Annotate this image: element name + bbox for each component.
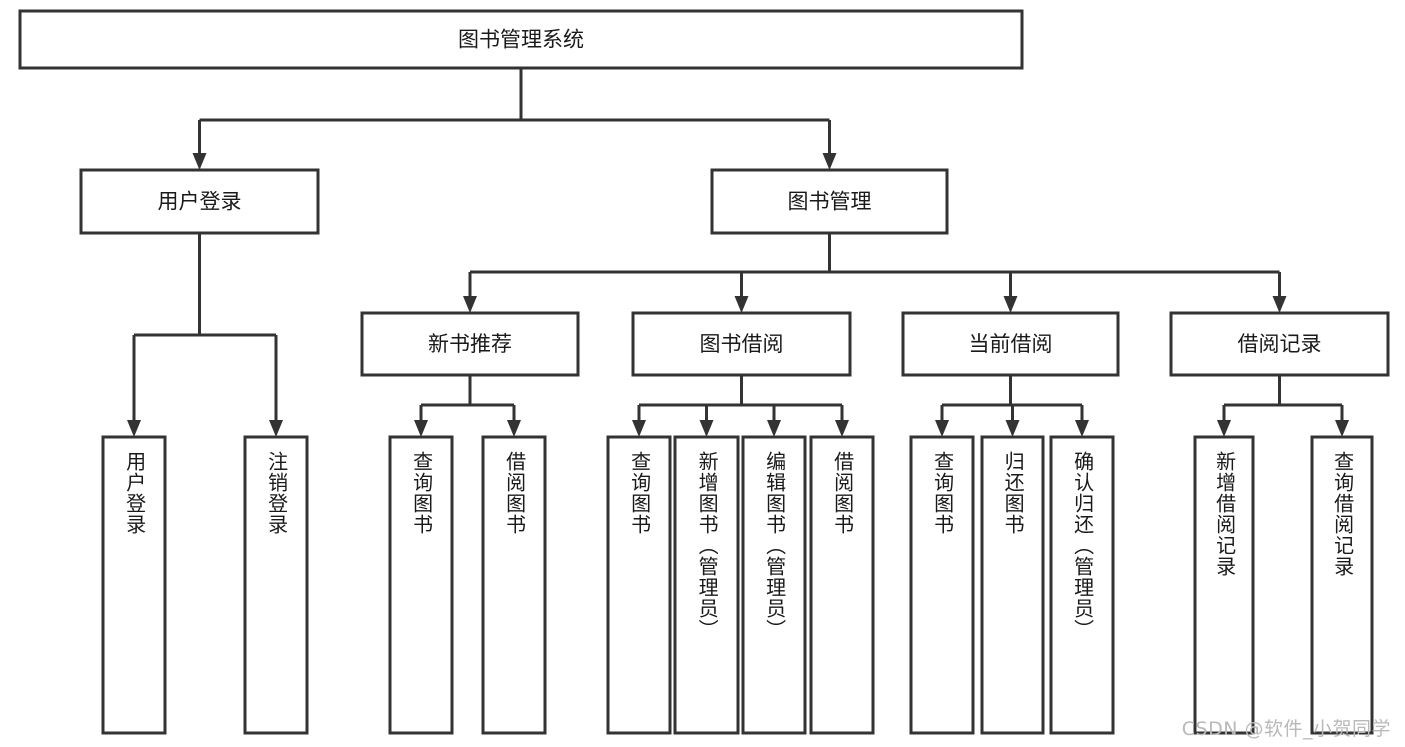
leaf-box-4[interactable]: [606, 435, 672, 735]
arrow-leaf-5-arrowhead: [699, 420, 714, 437]
leaf-box-3[interactable]: [481, 435, 547, 735]
arrow-leaf-8-arrowhead: [935, 420, 949, 437]
connectors-layer: [127, 68, 1349, 437]
leaf-box-12[interactable]: [1310, 435, 1374, 735]
boxes-layer: [18, 9, 1390, 735]
node-label-新书推荐: 新书推荐: [428, 332, 512, 356]
node-label-root: 图书管理系统: [458, 28, 584, 52]
arrow-leaf-2-arrowhead: [414, 420, 428, 437]
node-box-图书借阅[interactable]: [631, 311, 852, 377]
arrow-bookmgmt-to-借阅记录-arrowhead: [1272, 296, 1287, 313]
leaf-box-5[interactable]: [673, 435, 740, 735]
arrow-leaf-11-arrowhead: [1217, 420, 1231, 437]
arrow-leaf-9-arrowhead: [1005, 420, 1020, 437]
arrow-leaf-0-arrowhead: [127, 420, 141, 437]
arrow-bookmgmt-to-当前借阅-arrowhead: [1003, 296, 1018, 313]
node-label-图书借阅: 图书借阅: [700, 332, 784, 356]
leaf-box-6[interactable]: [741, 435, 807, 735]
node-box-用户登录[interactable]: [79, 168, 320, 235]
arrow-leaf-7-arrowhead: [835, 420, 849, 437]
arrow-root-to-图书管理-arrowhead: [822, 153, 837, 170]
leaf-box-7[interactable]: [809, 435, 875, 735]
leaf-box-11[interactable]: [1193, 435, 1255, 735]
arrow-bookmgmt-to-图书借阅-arrowhead: [734, 296, 749, 313]
watermark-text: CSDN @软件_小贺同学: [1181, 718, 1391, 740]
arrow-leaf-3-arrowhead: [507, 420, 521, 437]
leaf-box-1[interactable]: [243, 435, 309, 735]
arrow-leaf-1-arrowhead: [269, 420, 283, 437]
leaf-box-8[interactable]: [909, 435, 975, 735]
leaf-box-2[interactable]: [388, 435, 454, 735]
arrow-leaf-6-arrowhead: [767, 420, 781, 437]
node-box-新书推荐[interactable]: [360, 311, 580, 377]
leaf-box-9[interactable]: [980, 435, 1045, 735]
node-label-借阅记录: 借阅记录: [1238, 332, 1322, 356]
arrow-bookmgmt-to-新书推荐-arrowhead: [463, 296, 477, 313]
node-box-借阅记录[interactable]: [1169, 311, 1390, 377]
node-box-当前借阅[interactable]: [901, 311, 1120, 377]
arrow-root-to-用户登录-arrowhead: [192, 153, 207, 170]
arrow-leaf-12-arrowhead: [1335, 420, 1349, 437]
node-box-图书管理[interactable]: [710, 168, 949, 235]
arrow-leaf-4-arrowhead: [632, 420, 646, 437]
node-box-root[interactable]: [18, 9, 1024, 70]
leaf-box-0[interactable]: [101, 435, 167, 735]
node-label-图书管理: 图书管理: [788, 190, 872, 214]
node-label-当前借阅: 当前借阅: [969, 332, 1053, 356]
node-label-用户登录: 用户登录: [158, 190, 242, 214]
arrow-leaf-10-arrowhead: [1075, 420, 1089, 437]
leaf-box-10[interactable]: [1049, 435, 1115, 735]
